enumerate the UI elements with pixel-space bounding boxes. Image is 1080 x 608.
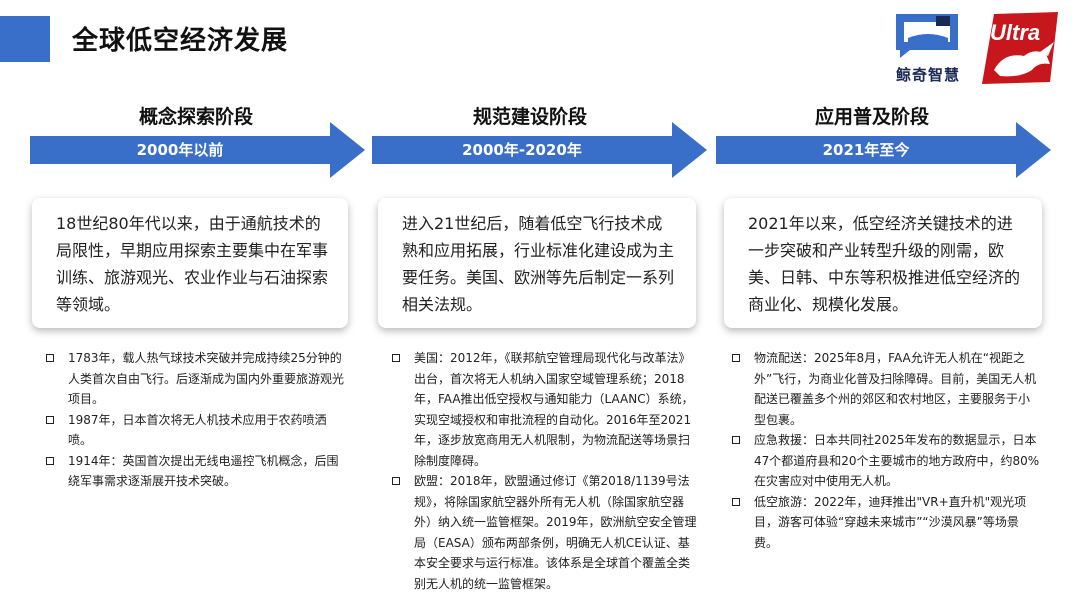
- list-item-text: 低空旅游：2022年，迪拜推出"VR+直升机"观光项目，游客可体验“穿越未来城市…: [754, 494, 1027, 550]
- right-arrow-icon: [30, 122, 365, 178]
- jingqi-logo-text: 鲸奇智慧: [895, 66, 960, 84]
- rhino-logo-icon: Ultra: [982, 12, 1058, 84]
- phase-2-period: 2000年-2020年: [462, 141, 582, 159]
- phase-2-description: 进入21世纪后，随着低空飞行技术成熟和应用拓展，行业标准化建设成为主要任务。美国…: [378, 198, 696, 328]
- phase-1-bullets: 1783年，载人热气球技术突破并完成持续25分钟的人类首次自由飞行。后逐渐成为国…: [44, 348, 344, 492]
- page-title: 全球低空经济发展: [72, 26, 289, 56]
- corner-accent-block: [0, 16, 50, 62]
- whale-logo-icon: [896, 14, 958, 58]
- phase-3-bullets: 物流配送：2025年8月，FAA允许无人机在“视距之外”飞行，为商业化普及扫除障…: [730, 348, 1040, 553]
- square-bullet-icon: [46, 456, 54, 465]
- square-bullet-icon: [392, 477, 400, 485]
- square-bullet-icon: [46, 354, 54, 362]
- phase-3-description: 2021年以来，低空经济关键技术的进一步突破和产业转型升级的刚需，欧美、日韩、中…: [724, 198, 1042, 328]
- list-item-text: 欧盟：2018年，欧盟通过修订《第2018/1139号法规》，将除国家航空器外所…: [414, 474, 697, 591]
- ultra-logo: Ultra: [980, 12, 1060, 84]
- right-arrow-icon: [716, 122, 1051, 178]
- square-bullet-icon: [732, 436, 740, 444]
- list-item: 1987年，日本首次将无人机技术应用于农药喷洒喷。: [44, 410, 344, 451]
- right-arrow-icon: [372, 122, 707, 178]
- phase-1-title: 概念探索阶段: [138, 106, 253, 128]
- list-item-text: 1783年，载人热气球技术突破并完成持续25分钟的人类首次自由飞行。后逐渐成为国…: [68, 351, 345, 406]
- list-item-text: 1914年：英国首次提出无线电遥控飞机概念，后围绕军事需求逐渐展开技术突破。: [68, 453, 339, 489]
- list-item: 低空旅游：2022年，迪拜推出"VR+直升机"观光项目，游客可体验“穿越未来城市…: [730, 492, 1040, 554]
- phase-2-arrow: 2000年-2020年: [372, 122, 707, 178]
- list-item-text: 美国：2012年，《联邦航空管理局现代化与改革法》出台，首次将无人机纳入国家空域…: [414, 351, 694, 468]
- list-item: 1783年，载人热气球技术突破并完成持续25分钟的人类首次自由飞行。后逐渐成为国…: [44, 348, 344, 410]
- list-item: 1914年：英国首次提出无线电遥控飞机概念，后围绕军事需求逐渐展开技术突破。: [44, 451, 344, 492]
- phase-2-title: 规范建设阶段: [472, 106, 587, 128]
- phase-3-period: 2021年至今: [822, 141, 910, 159]
- list-item: 欧盟：2018年，欧盟通过修订《第2018/1139号法规》，将除国家航空器外所…: [390, 471, 700, 594]
- list-item: 美国：2012年，《联邦航空管理局现代化与改革法》出台，首次将无人机纳入国家空域…: [390, 348, 700, 471]
- square-bullet-icon: [732, 497, 740, 506]
- phase-1-arrow: 2000年以前: [30, 122, 365, 178]
- phase-1-description: 18世纪80年代以来，由于通航技术的局限性，早期应用探索主要集中在军事训练、旅游…: [32, 198, 348, 328]
- square-bullet-icon: [732, 354, 740, 362]
- jingqi-logo: 鲸奇智慧: [886, 10, 970, 84]
- list-item-text: 应急救援：日本共同社2025年发布的数据显示，日本47个都道府县和20个主要城市…: [754, 433, 1040, 488]
- square-bullet-icon: [46, 415, 54, 424]
- list-item: 物流配送：2025年8月，FAA允许无人机在“视距之外”飞行，为商业化普及扫除障…: [730, 348, 1040, 430]
- phase-3-title: 应用普及阶段: [814, 106, 929, 128]
- ultra-logo-text: Ultra: [990, 20, 1040, 45]
- list-item-text: 1987年，日本首次将无人机技术应用于农药喷洒喷。: [68, 412, 327, 448]
- list-item-text: 物流配送：2025年8月，FAA允许无人机在“视距之外”飞行，为商业化普及扫除障…: [754, 351, 1037, 427]
- phase-1-period: 2000年以前: [136, 141, 224, 159]
- phase-3-arrow: 2021年至今: [716, 122, 1051, 178]
- list-item: 应急救援：日本共同社2025年发布的数据显示，日本47个都道府县和20个主要城市…: [730, 430, 1040, 492]
- phase-2-bullets: 美国：2012年，《联邦航空管理局现代化与改革法》出台，首次将无人机纳入国家空域…: [390, 348, 700, 594]
- square-bullet-icon: [392, 354, 400, 362]
